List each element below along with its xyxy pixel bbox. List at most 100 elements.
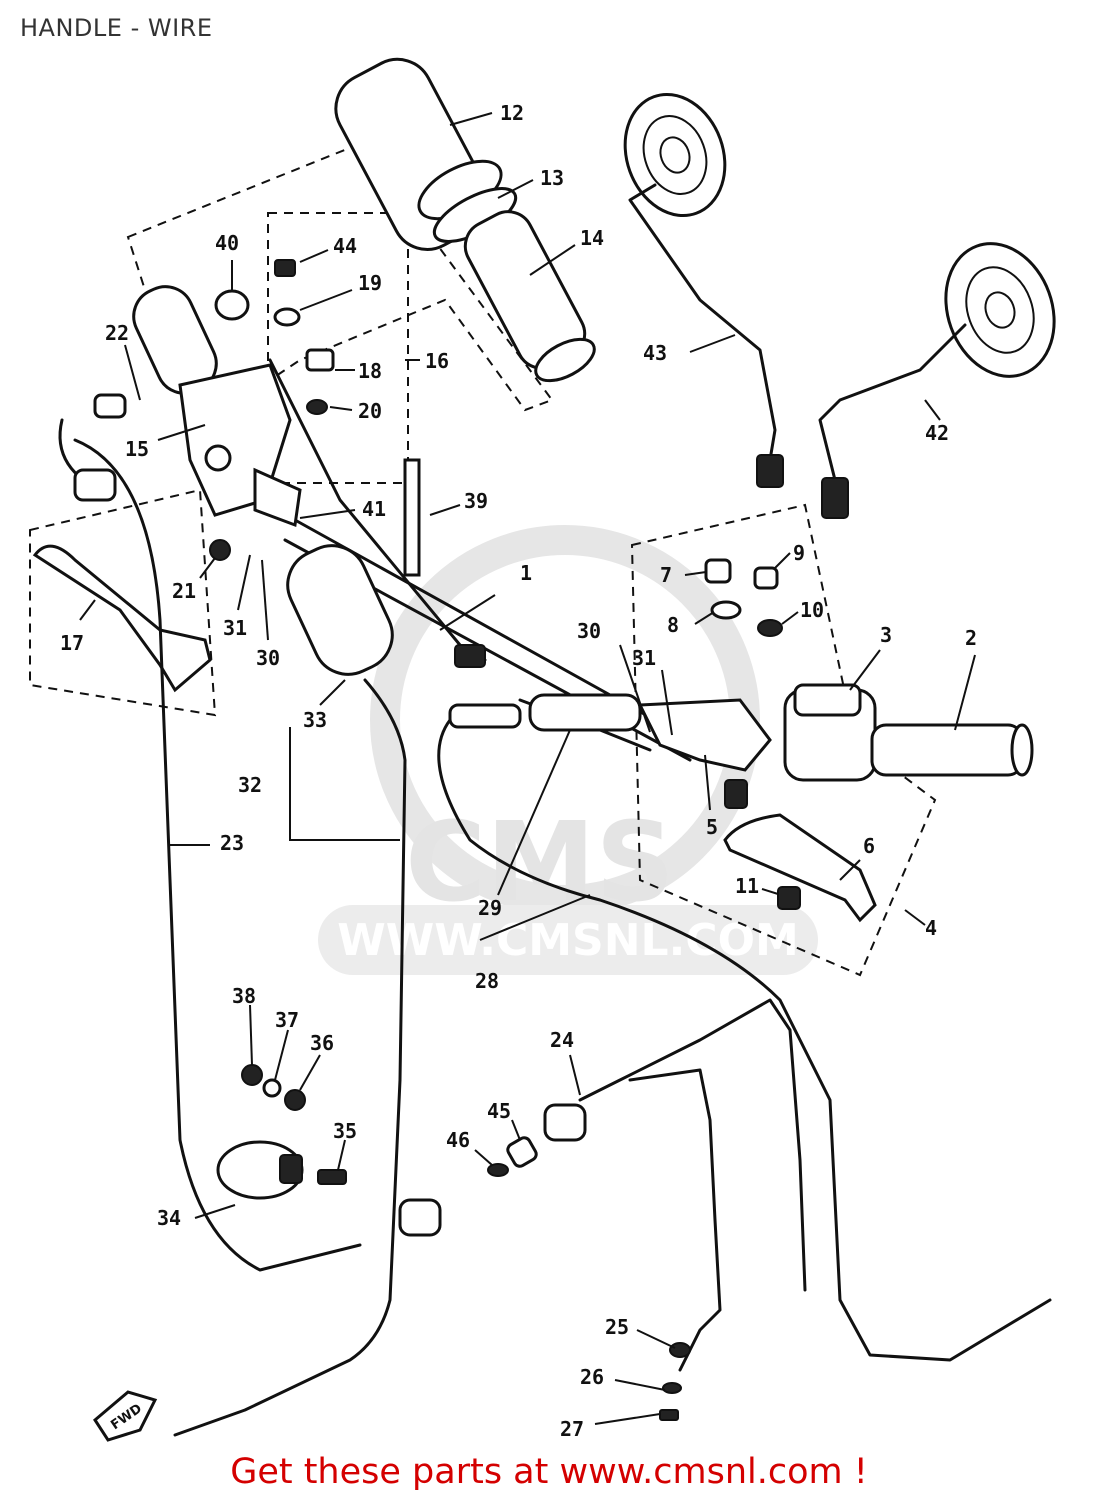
callout-27: 27 xyxy=(560,1417,584,1441)
adjuster-45 xyxy=(506,1136,538,1168)
fwd-arrow-icon: FWD xyxy=(93,1390,158,1442)
callout-31-left: 31 xyxy=(223,616,247,640)
nut-46 xyxy=(487,1163,509,1177)
brake-lever xyxy=(637,698,877,923)
cable-junction-24 xyxy=(543,1103,587,1142)
screw-18 xyxy=(305,348,335,372)
callout-10: 10 xyxy=(800,598,824,622)
callout-22: 22 xyxy=(105,321,129,345)
callout-6: 6 xyxy=(863,834,875,858)
cable-end-30 xyxy=(454,644,486,668)
callout-42: 42 xyxy=(925,421,949,445)
callout-17: 17 xyxy=(60,631,84,655)
callout-23: 23 xyxy=(220,831,244,855)
callout-35: 35 xyxy=(333,1119,357,1143)
callout-45: 45 xyxy=(487,1099,511,1123)
callout-39: 39 xyxy=(464,489,488,513)
callout-40: 40 xyxy=(215,231,239,255)
callout-30-right: 30 xyxy=(577,619,601,643)
right-grip-top xyxy=(334,57,596,383)
callout-2: 2 xyxy=(965,626,977,650)
nut-11 xyxy=(777,886,801,910)
clutch-lever xyxy=(32,544,212,693)
callout-41: 41 xyxy=(362,497,386,521)
cable-end-28 xyxy=(448,703,522,729)
clutch-cable-23 xyxy=(73,438,362,1272)
watermark-url: WWW.CMSNL.COM xyxy=(337,915,799,966)
nut-25 xyxy=(669,1342,691,1358)
callout-16: 16 xyxy=(425,349,449,373)
mirror-left xyxy=(818,242,1056,519)
callout-28: 28 xyxy=(475,969,499,993)
cable-junction xyxy=(398,1198,442,1237)
callout-30-left: 30 xyxy=(256,646,280,670)
throttle-cable-24b xyxy=(628,1068,722,1372)
callout-14: 14 xyxy=(580,226,604,250)
callout-44: 44 xyxy=(333,234,357,258)
pin-27 xyxy=(659,1409,679,1421)
callout-21: 21 xyxy=(172,579,196,603)
group-outline-4 xyxy=(630,503,937,977)
callout-13: 13 xyxy=(540,166,564,190)
callout-36: 36 xyxy=(310,1031,334,1055)
bolt-39 xyxy=(403,458,421,577)
washer-10 xyxy=(757,619,783,637)
washer-20 xyxy=(306,399,328,415)
throttle-tube xyxy=(528,693,642,732)
callout-34: 34 xyxy=(157,1206,181,1230)
callout-37: 37 xyxy=(275,1008,299,1032)
callout-38: 38 xyxy=(232,984,256,1008)
callout-5: 5 xyxy=(706,815,718,839)
callout-3: 3 xyxy=(880,623,892,647)
nut-36 xyxy=(284,1089,306,1111)
footer-cta-link[interactable]: Get these parts at www.cmsnl.com ! xyxy=(230,1452,868,1492)
callout-43: 43 xyxy=(643,341,667,365)
nut-21 xyxy=(209,539,231,561)
callout-25: 25 xyxy=(605,1315,629,1339)
watermark: CMS WWW.CMSNL.COM xyxy=(318,525,818,975)
brake-cable-boot-33 xyxy=(286,544,394,676)
throttle-cable-28 xyxy=(437,718,1052,1362)
screw-7 xyxy=(704,558,732,584)
callout-19: 19 xyxy=(358,271,382,295)
bolt-35 xyxy=(317,1169,347,1185)
mirror-right xyxy=(623,92,784,488)
callout-26: 26 xyxy=(580,1365,604,1389)
callout-33: 33 xyxy=(303,708,327,732)
callout-24: 24 xyxy=(550,1028,574,1052)
callout-7: 7 xyxy=(660,563,672,587)
callout-9: 9 xyxy=(793,541,805,565)
cap-40 xyxy=(214,289,250,321)
group-outline-17 xyxy=(29,488,217,717)
left-lever-holder xyxy=(132,285,302,528)
washer-19 xyxy=(273,307,301,327)
screw-44 xyxy=(274,259,296,277)
screw-9 xyxy=(753,566,779,590)
callout-29: 29 xyxy=(478,896,502,920)
callout-20: 20 xyxy=(358,399,382,423)
callout-18: 18 xyxy=(358,359,382,383)
washer-8 xyxy=(710,600,742,620)
callout-1: 1 xyxy=(520,561,532,585)
cable-boot xyxy=(73,468,117,502)
adjuster-22 xyxy=(93,393,127,419)
nut-38 xyxy=(241,1064,263,1086)
callout-8: 8 xyxy=(667,613,679,637)
front-brake-cable-32 xyxy=(173,678,407,1437)
callout-12: 12 xyxy=(500,101,524,125)
callout-46: 46 xyxy=(446,1128,470,1152)
callouts: 1 2 3 4 5 6 7 8 9 10 11 12 13 14 15 16 1 xyxy=(60,101,977,1441)
throttle-cable-24 xyxy=(578,998,807,1292)
page-title: HANDLE - WIRE xyxy=(20,14,213,42)
callout-32: 32 xyxy=(238,773,262,797)
group-outline-16 xyxy=(267,212,409,484)
callout-4: 4 xyxy=(925,916,937,940)
callout-11: 11 xyxy=(735,874,759,898)
washer-26 xyxy=(662,1382,682,1394)
right-switch-assembly xyxy=(783,683,1034,782)
callout-31-right: 31 xyxy=(632,646,656,670)
watermark-logo: CMS xyxy=(405,798,674,926)
callout-15: 15 xyxy=(125,437,149,461)
washer-37 xyxy=(262,1078,282,1098)
